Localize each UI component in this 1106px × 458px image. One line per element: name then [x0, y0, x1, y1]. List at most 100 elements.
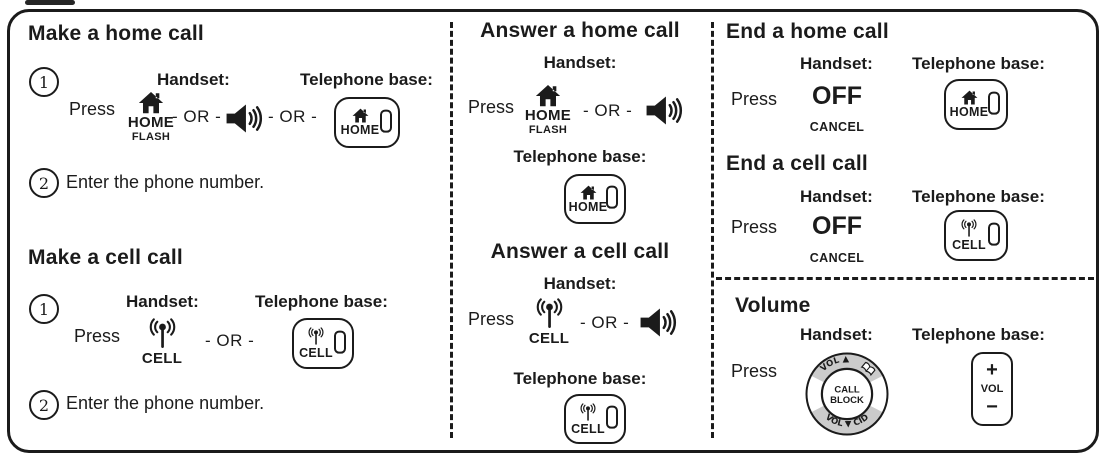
- volume-label: VOL: [980, 382, 1004, 395]
- home-key-label: HOME: [524, 107, 572, 124]
- flash-key-label: FLASH: [131, 131, 171, 144]
- home-icon: [961, 90, 978, 105]
- key-led-indicator: [380, 109, 392, 133]
- speakerphone-icon: [644, 95, 684, 126]
- press-label: Press: [74, 326, 121, 346]
- base-home-key-label: HOME: [949, 105, 989, 120]
- telephone-base-heading: Telephone base:: [912, 187, 1045, 206]
- telephone-base-heading: Telephone base:: [300, 70, 433, 89]
- key-led-indicator: [606, 185, 618, 209]
- section-title-answer-home-call: Answer a home call: [480, 19, 680, 42]
- handset-home-flash-key: HOME FLASH: [517, 84, 579, 137]
- home-icon: [352, 108, 369, 123]
- step-number: 2: [29, 168, 59, 198]
- handset-home-flash-key: HOME FLASH: [120, 91, 182, 144]
- press-label: Press: [468, 309, 515, 329]
- handset-heading: Handset:: [126, 292, 199, 311]
- cell-key-label: CELL: [528, 330, 570, 347]
- reference-card-border: [7, 9, 1099, 453]
- base-home-key: HOME: [944, 79, 1008, 130]
- base-cell-key-label: CELL: [571, 421, 605, 436]
- base-home-key-label: HOME: [568, 199, 608, 214]
- press-label: Press: [731, 89, 778, 109]
- handset-heading: Handset:: [800, 54, 873, 73]
- or-separator: - OR -: [172, 107, 222, 126]
- base-cell-key: CELL: [564, 394, 626, 444]
- or-separator: - OR -: [583, 101, 633, 120]
- cell-antenna-icon: [578, 403, 598, 422]
- base-home-key-label: HOME: [340, 123, 380, 138]
- key-led-indicator: [334, 330, 346, 354]
- volume-down-label: −: [986, 396, 998, 418]
- call-block-label-line1: CALL: [834, 385, 860, 396]
- base-home-key: HOME: [564, 174, 626, 224]
- phonebook-icon: [860, 361, 876, 377]
- section-title-end-home-call: End a home call: [726, 20, 889, 43]
- step-number: 1: [29, 294, 59, 324]
- column-divider-1: [450, 22, 453, 438]
- key-led-indicator: [606, 405, 618, 429]
- key-led-indicator: [988, 91, 1000, 115]
- step-text: Enter the phone number.: [66, 172, 265, 192]
- section-title-make-home-call: Make a home call: [28, 22, 204, 45]
- base-home-key: HOME: [334, 97, 400, 148]
- or-separator: - OR -: [268, 107, 318, 126]
- press-label: Press: [731, 217, 778, 237]
- section-title-make-cell-call: Make a cell call: [28, 246, 183, 269]
- call-block-key: [820, 367, 874, 421]
- base-cell-key: CELL: [944, 210, 1008, 261]
- telephone-base-heading: Telephone base:: [912, 54, 1045, 73]
- step-text: Enter the phone number.: [66, 393, 265, 413]
- flash-key-label: FLASH: [528, 124, 568, 137]
- step-number: 2: [29, 390, 59, 420]
- handset-cell-key: CELL: [132, 318, 192, 367]
- key-led-indicator: [988, 222, 1000, 246]
- handset-heading: Handset:: [543, 53, 617, 72]
- volume-up-label: +: [986, 359, 998, 381]
- speakerphone-icon: [224, 103, 264, 134]
- call-block-label-line2: BLOCK: [830, 395, 864, 406]
- press-label: Press: [731, 361, 778, 381]
- handset-heading: Handset:: [800, 187, 873, 206]
- telephone-base-heading: Telephone base:: [912, 325, 1045, 344]
- press-label: Press: [69, 99, 116, 119]
- section-title-volume: Volume: [735, 294, 811, 317]
- dial-vol-down-cid-label: VOL ▼ CID: [823, 412, 871, 429]
- svg-text:VOL ▼ CID: VOL ▼ CID: [823, 412, 871, 429]
- page-tab-fragment: [25, 0, 75, 5]
- base-cell-key-label: CELL: [299, 346, 333, 361]
- volume-section-divider: [716, 277, 1094, 280]
- column-divider-2: [711, 22, 714, 438]
- base-cell-key: CELL: [292, 318, 354, 369]
- press-label: Press: [468, 97, 515, 117]
- base-volume-key: + VOL −: [971, 352, 1013, 426]
- home-icon: [580, 185, 597, 200]
- section-title-end-cell-call: End a cell call: [726, 152, 868, 175]
- handset-heading: Handset:: [157, 70, 230, 89]
- cancel-key-label: CANCEL: [809, 120, 865, 134]
- home-icon: [535, 84, 561, 107]
- step-number: 1: [29, 67, 59, 97]
- base-cell-key-label: CELL: [952, 238, 986, 253]
- handset-cell-key: CELL: [519, 298, 579, 347]
- telephone-base-heading: Telephone base:: [255, 292, 388, 311]
- home-key-label: HOME: [127, 114, 175, 131]
- cell-antenna-icon: [959, 219, 979, 238]
- telephone-base-heading: Telephone base:: [513, 147, 647, 166]
- cell-antenna-icon: [306, 327, 326, 346]
- or-separator: - OR -: [580, 313, 630, 332]
- handset-heading: Handset:: [800, 325, 873, 344]
- cell-key-label: CELL: [141, 350, 183, 367]
- handset-heading: Handset:: [543, 274, 617, 293]
- speakerphone-icon: [638, 307, 678, 338]
- handset-volume-dial: VOL ▲ VOL ▼ CID CALL BLOCK: [805, 352, 889, 436]
- off-key-label: OFF: [812, 82, 862, 110]
- off-key-label: OFF: [812, 212, 862, 240]
- home-icon: [138, 91, 164, 114]
- cell-antenna-icon: [145, 318, 180, 350]
- or-separator: - OR -: [205, 331, 255, 350]
- cancel-key-label: CANCEL: [809, 251, 865, 265]
- section-title-answer-cell-call: Answer a cell call: [490, 240, 670, 263]
- telephone-base-heading: Telephone base:: [513, 369, 647, 388]
